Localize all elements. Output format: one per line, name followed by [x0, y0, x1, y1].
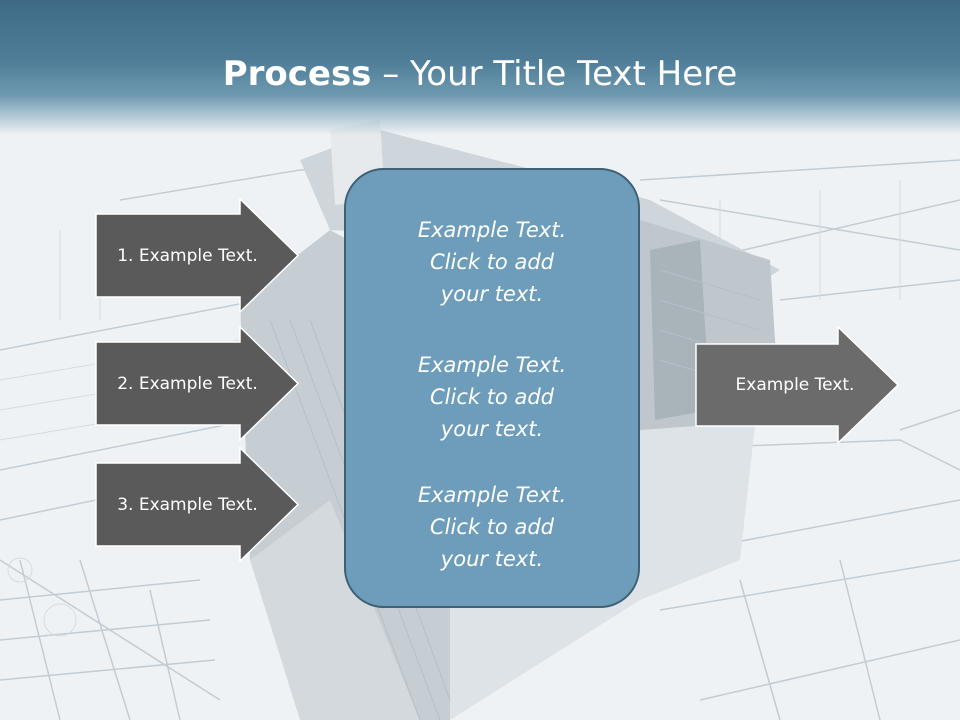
center-block-1-line-2: Click to add: [429, 250, 554, 274]
output-label: Example Text.: [735, 375, 855, 395]
arrow-shape-1: [95, 198, 300, 313]
step-arrow-3[interactable]: 3. Example Text.: [95, 447, 300, 562]
step-label-3: 3. Example Text.: [117, 494, 258, 515]
slide-title[interactable]: Process – Your Title Text Here: [0, 52, 960, 96]
center-block-2-line-2: Click to add: [429, 385, 554, 409]
output-arrow[interactable]: Example Text.: [695, 326, 900, 444]
center-block-2-line-1: Example Text.: [417, 353, 567, 377]
title-bar: [0, 0, 960, 135]
step-label-1: 1. Example Text.: [117, 245, 258, 266]
center-block-3-line-1: Example Text.: [417, 483, 567, 507]
center-block-3-line-2: Click to add: [429, 515, 554, 539]
arrow-shape-3: [95, 447, 300, 562]
arrow-shape-2: [95, 326, 300, 441]
title-bold: Process: [222, 54, 372, 94]
center-block-1: Example Text. Click to add your text.: [346, 214, 638, 310]
center-block-2: Example Text. Click to add your text.: [346, 349, 638, 445]
output-arrow-shape: [695, 326, 900, 444]
center-block-3: Example Text. Click to add your text.: [346, 479, 638, 575]
step-arrow-1[interactable]: 1. Example Text.: [95, 198, 300, 313]
center-block-2-line-3: your text.: [440, 417, 544, 441]
center-block-1-line-3: your text.: [440, 282, 544, 306]
center-block-1-line-1: Example Text.: [417, 218, 567, 242]
step-label-2: 2. Example Text.: [117, 373, 258, 394]
center-block-3-line-3: your text.: [440, 547, 544, 571]
step-arrow-2[interactable]: 2. Example Text.: [95, 326, 300, 441]
title-rest: – Your Title Text Here: [371, 54, 738, 94]
center-text-box[interactable]: Example Text. Click to add your text. Ex…: [344, 168, 640, 608]
